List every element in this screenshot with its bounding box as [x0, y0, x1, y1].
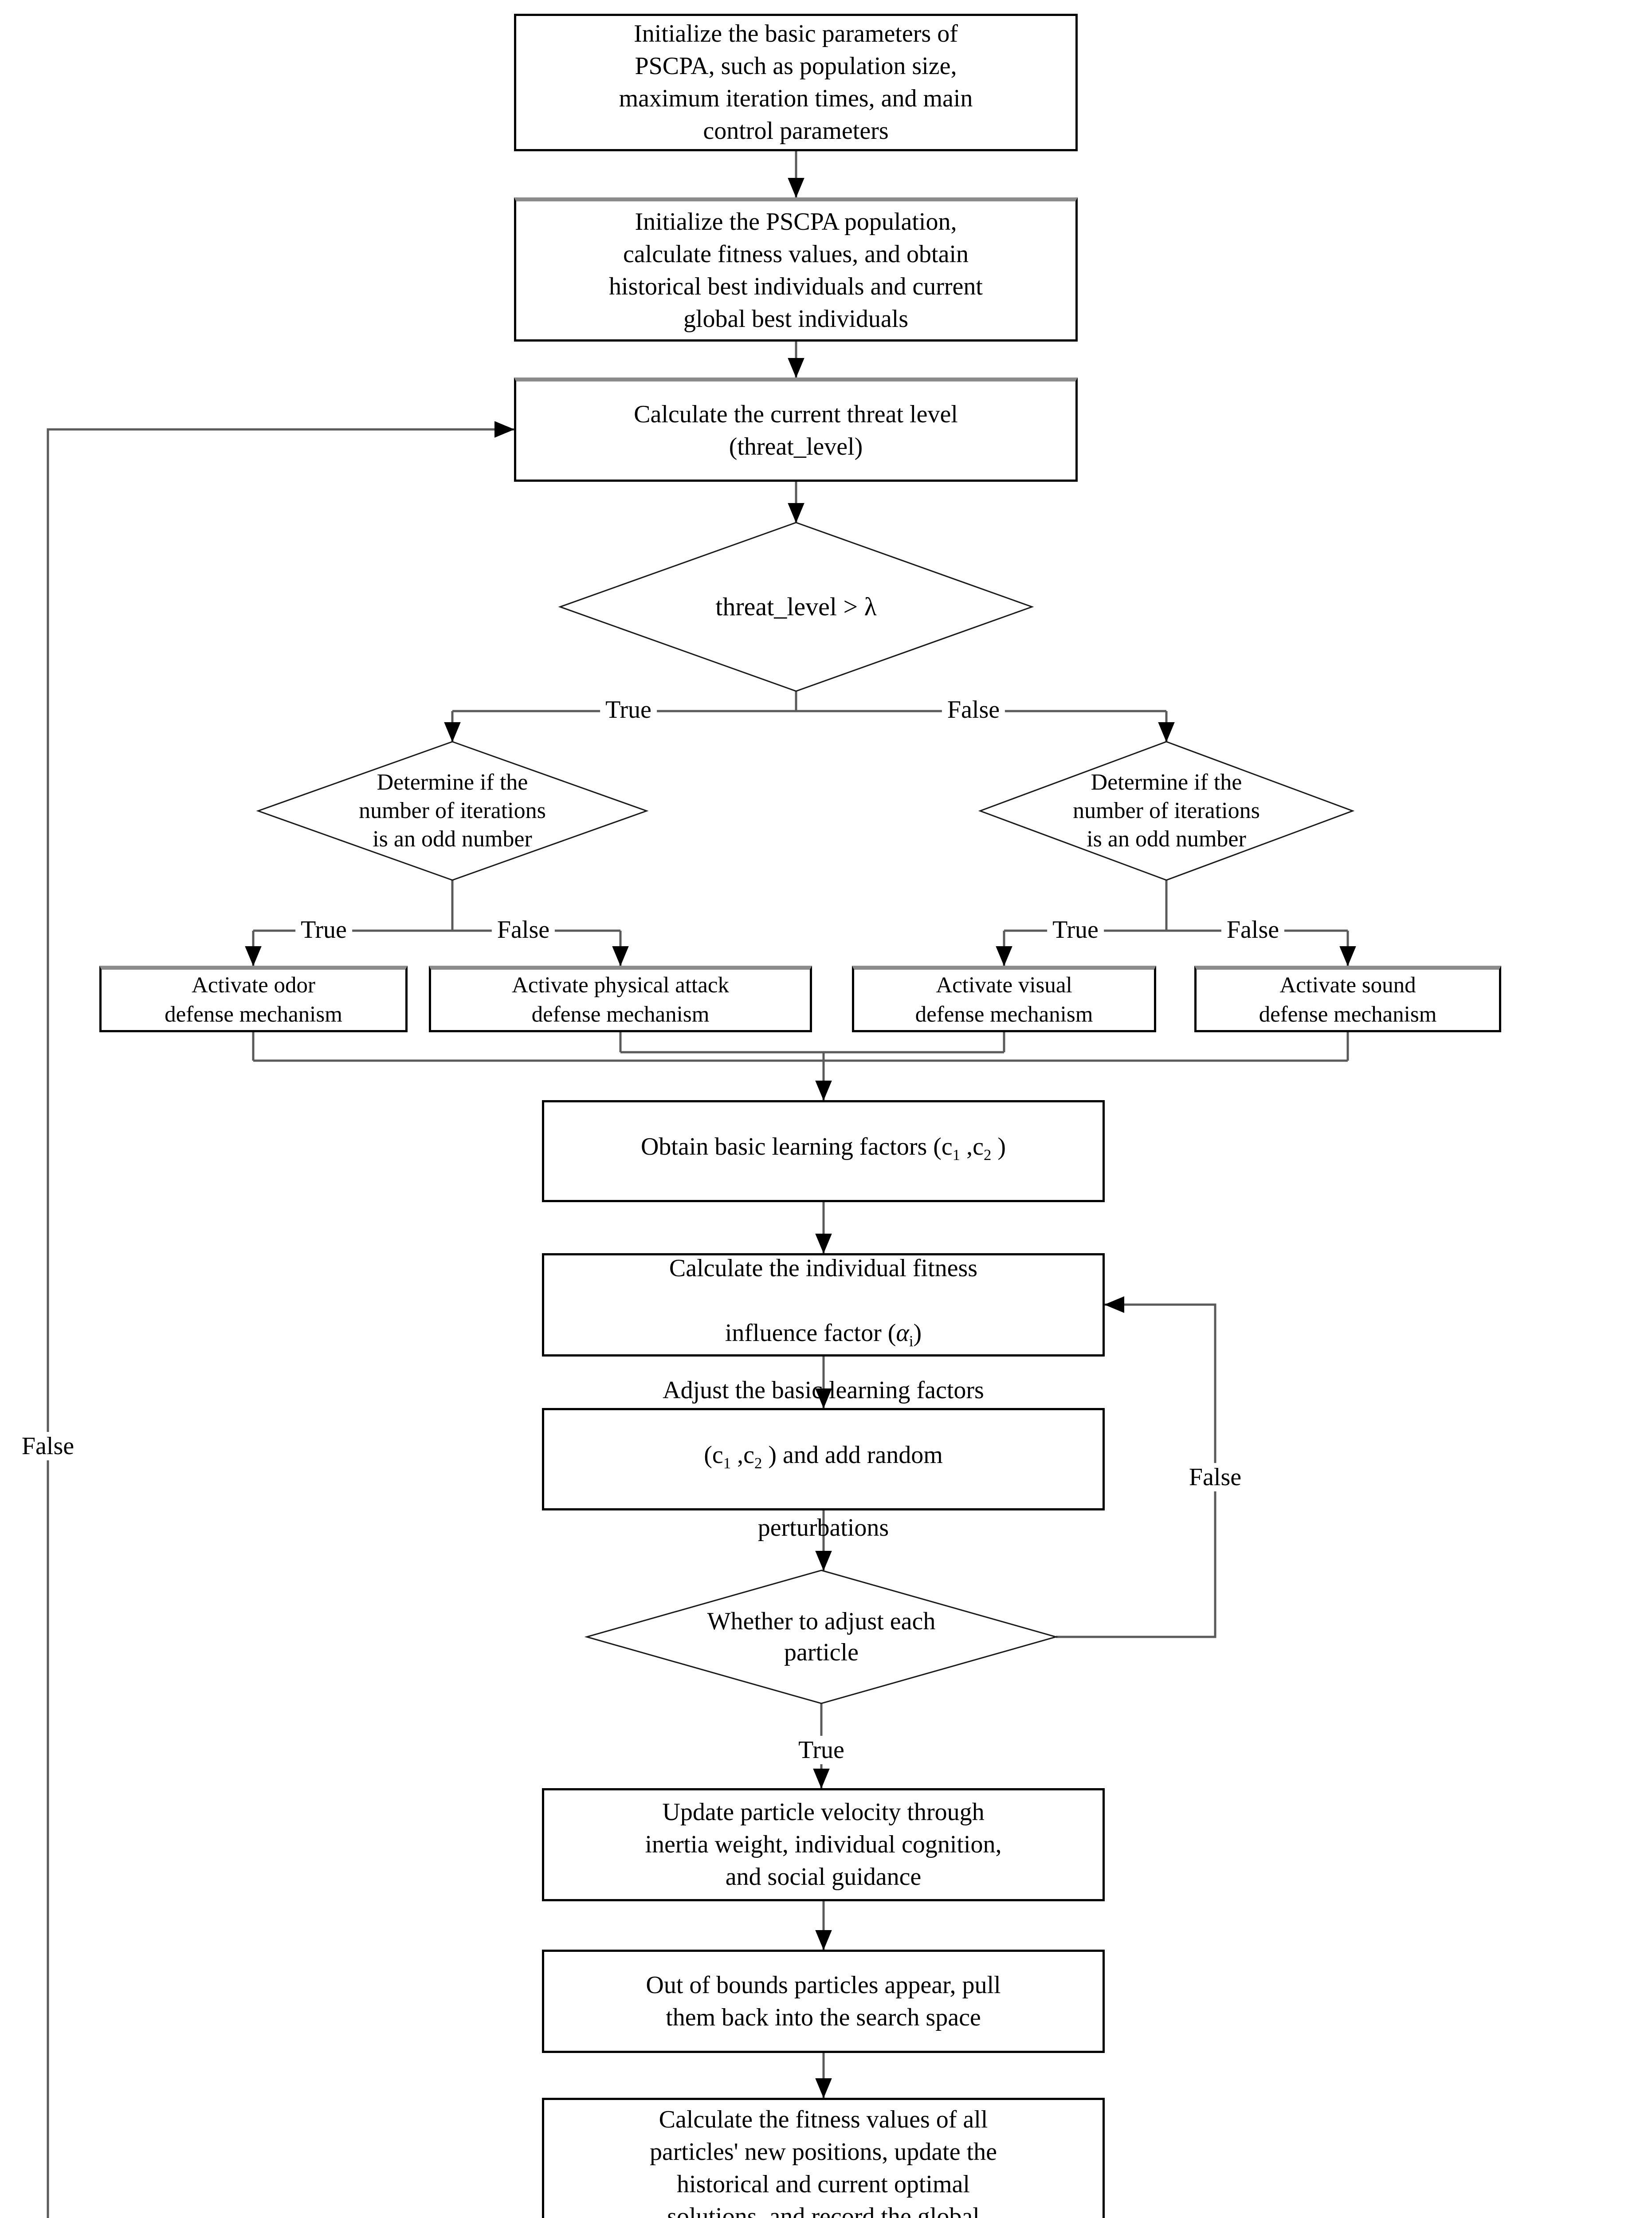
alpha-symbol: α: [896, 1319, 909, 1347]
sound-defense-text: Activate sound defense mechanism: [1259, 973, 1437, 1027]
calc-fitness-text: Calculate the fitness values of all part…: [649, 2106, 997, 2218]
c2-subscript: 2: [984, 1146, 992, 1164]
odd-decision-left-diamond: [256, 741, 649, 881]
label-true-odd-right: True: [1047, 916, 1104, 944]
visual-defense-text: Activate visual defense mechanism: [915, 973, 1093, 1027]
label-false-odd-right: False: [1221, 916, 1285, 944]
adjust-factors-box: Adjust the basic learning factors (c1 ,c…: [542, 1376, 1105, 1542]
threat-level-box: Calculate the current threat level (thre…: [514, 378, 1078, 482]
label-true-threat: True: [600, 696, 657, 724]
out-of-bounds-text: Out of bounds particles appear, pull the…: [646, 1971, 1001, 2031]
calc-fitness-box: Calculate the fitness values of all part…: [542, 2098, 1105, 2218]
physical-defense-box: Activate physical attack defense mechani…: [429, 966, 812, 1032]
threat-level-text: Calculate the current threat level (thre…: [634, 400, 958, 460]
update-velocity-text: Update particle velocity through inertia…: [645, 1798, 1002, 1891]
label-false-adjust: False: [1183, 1463, 1247, 1491]
init-params-box: Initialize the basic parameters of PSCPA…: [514, 14, 1078, 151]
threat-decision-diamond: [558, 522, 1034, 692]
init-population-text: Initialize the PSCPA population, calcula…: [609, 208, 983, 333]
sound-defense-box: Activate sound defense mechanism: [1194, 966, 1501, 1032]
visual-defense-box: Activate visual defense mechanism: [852, 966, 1156, 1032]
adjust-factors-text: Adjust the basic learning factors (c1 ,c…: [663, 1376, 984, 1542]
alpha-subscript: i: [909, 1333, 914, 1350]
physical-defense-text: Activate physical attack defense mechani…: [512, 973, 729, 1027]
obtain-factors-box: Obtain basic learning factors (c1 ,c2 ): [542, 1100, 1105, 1202]
label-true-odd-left: True: [295, 916, 352, 944]
decision-diamonds: [256, 522, 1355, 1704]
fitness-influence-box: Calculate the individual fitness influen…: [542, 1253, 1105, 1357]
init-population-box: Initialize the PSCPA population, calcula…: [514, 197, 1078, 342]
out-of-bounds-box: Out of bounds particles appear, pull the…: [542, 1950, 1105, 2053]
odor-defense-box: Activate odor defense mechanism: [99, 966, 408, 1032]
adjust-decision-diamond: [584, 1569, 1059, 1704]
loop-false-maxiter: [47, 421, 514, 2218]
label-true-adjust: True: [793, 1736, 850, 1764]
c1-subscript: 1: [952, 1146, 961, 1164]
fitness-influence-text: Calculate the individual fitness influen…: [669, 1254, 978, 1350]
update-velocity-box: Update particle velocity through inertia…: [542, 1788, 1105, 1901]
odd-decision-right-diamond: [978, 741, 1355, 881]
odor-defense-text: Activate odor defense mechanism: [165, 973, 342, 1027]
label-false-odd-left: False: [491, 916, 555, 944]
obtain-factors-text: Obtain basic learning factors (c1 ,c2 ): [640, 1133, 1006, 1164]
c2-subscript: 2: [754, 1455, 762, 1472]
label-false-maxiter: False: [16, 1432, 80, 1460]
c1-subscript: 1: [723, 1455, 731, 1472]
init-params-text: Initialize the basic parameters of PSCPA…: [619, 20, 973, 145]
label-false-threat: False: [942, 696, 1005, 724]
